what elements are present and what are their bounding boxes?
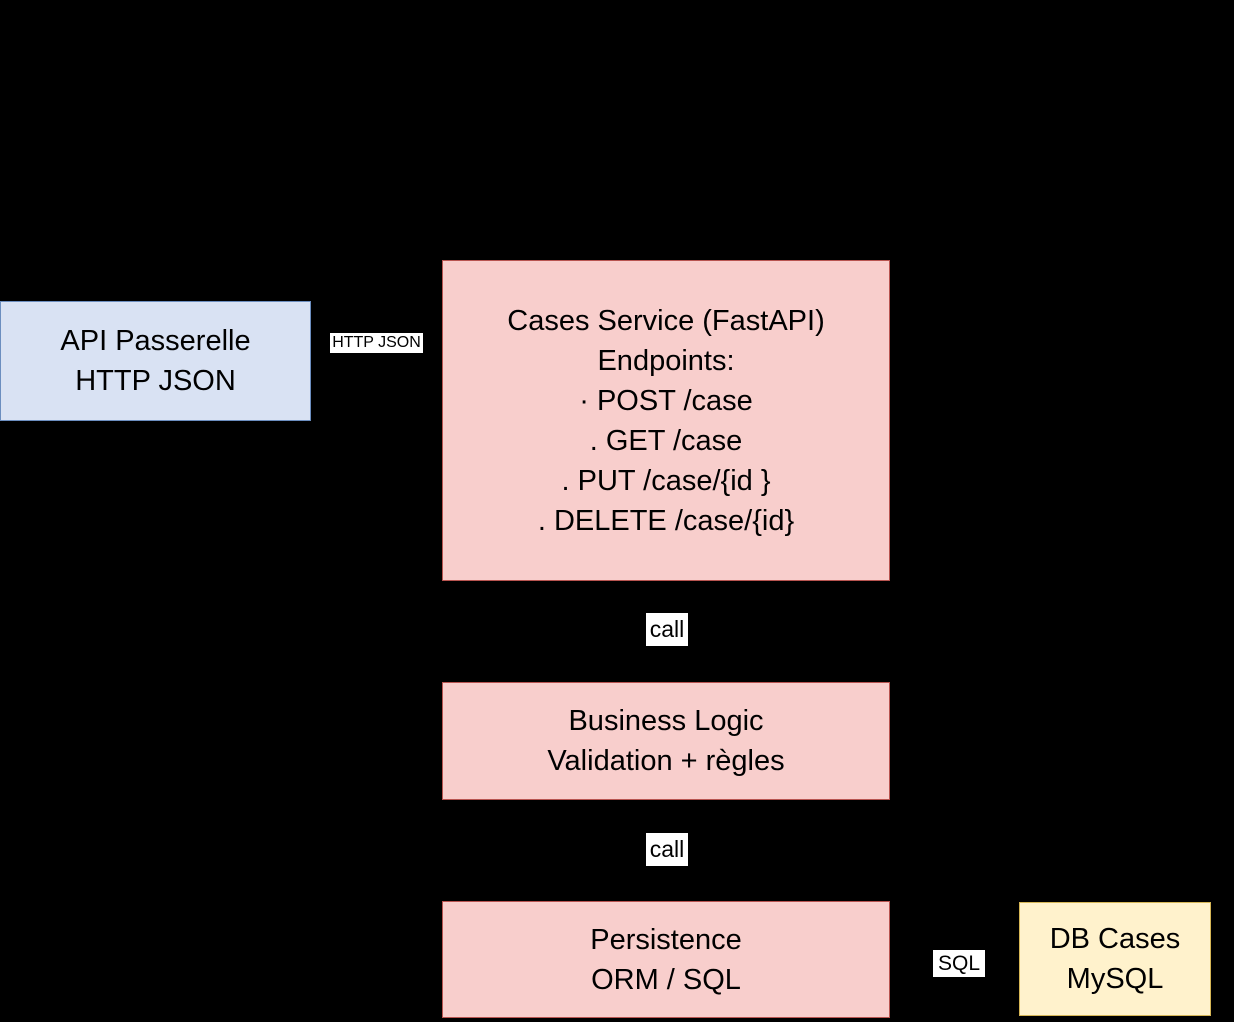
node-cases-service: Cases Service (FastAPI) Endpoints: · POS… [442, 260, 890, 581]
node-persistence-line-1: Persistence [590, 923, 742, 956]
node-business-logic: Business Logic Validation + règles [442, 682, 890, 800]
edge-label-http-json: HTTP JSON [330, 333, 423, 353]
node-cases-service-endpoint-delete: . DELETE /case/{id} [537, 504, 795, 537]
edge-label-call-2: call [646, 833, 688, 866]
node-api-gateway: API Passerelle HTTP JSON [0, 301, 311, 421]
edge-label-call-1: call [646, 613, 688, 646]
node-cases-service-title: Cases Service (FastAPI) [507, 304, 825, 337]
node-db-mysql: DB Cases MySQL [1019, 902, 1211, 1016]
node-cases-service-endpoints-heading: Endpoints: [597, 344, 735, 377]
node-cases-service-endpoint-put: . PUT /case/{id } [561, 464, 771, 497]
node-business-logic-line-2: Validation + règles [547, 745, 785, 777]
node-cases-service-endpoint-post: · POST /case [579, 384, 753, 417]
node-api-gateway-line-1: API Passerelle [60, 325, 251, 357]
node-persistence-line-2: ORM / SQL [591, 963, 741, 996]
node-business-logic-line-1: Business Logic [568, 705, 764, 737]
node-cases-service-endpoint-get: . GET /case [589, 424, 743, 457]
edge-label-sql: SQL [933, 950, 985, 977]
node-api-gateway-line-2: HTTP JSON [75, 365, 236, 397]
node-db-mysql-line-1: DB Cases [1049, 923, 1181, 955]
node-db-mysql-line-2: MySQL [1066, 963, 1164, 995]
node-persistence: Persistence ORM / SQL [442, 901, 890, 1018]
